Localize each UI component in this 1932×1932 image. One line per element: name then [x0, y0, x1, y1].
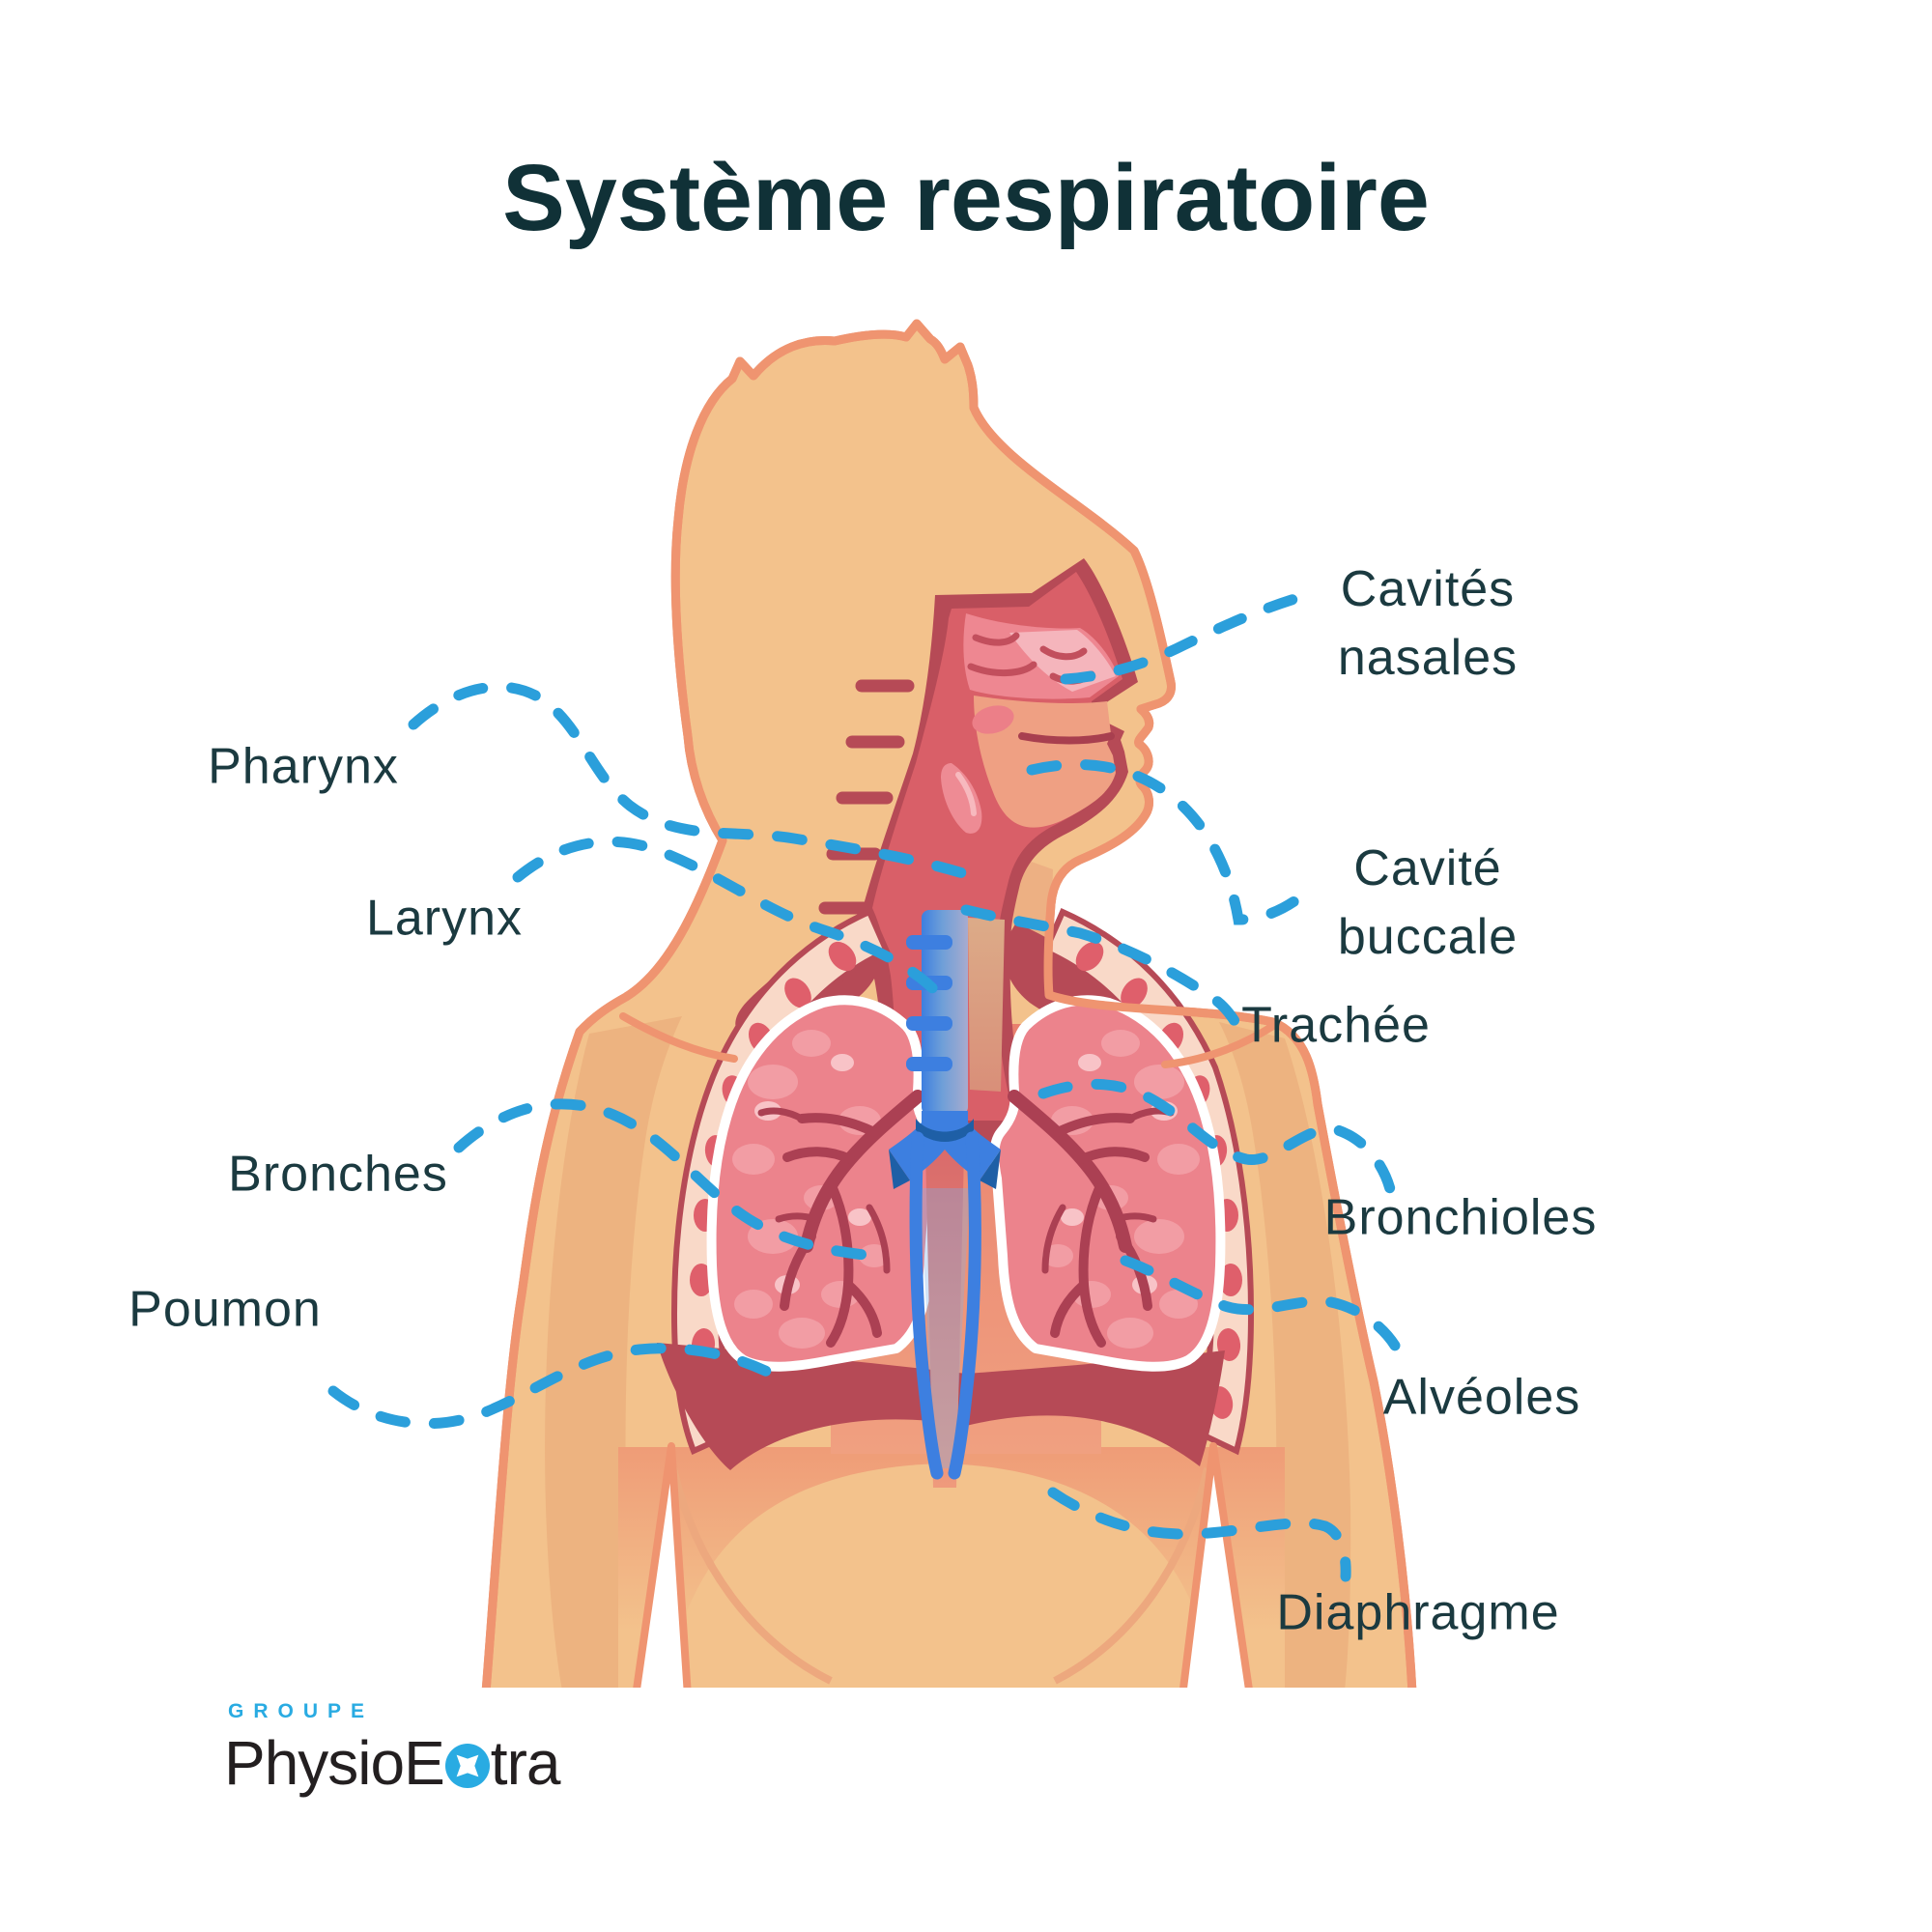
bronchi-legs — [909, 1131, 981, 1480]
label-diaphragme: Diaphragme — [1276, 1584, 1560, 1641]
leader-line-alveoles — [1120, 1255, 1406, 1360]
abdomen-crease-right — [1053, 1467, 1211, 1685]
left-lung — [706, 995, 943, 1372]
label-poumon: Poumon — [128, 1281, 322, 1338]
logo-brand-start: PhysioE — [224, 1728, 445, 1798]
collar-crease-left — [619, 1012, 738, 1063]
x-star-icon — [444, 1744, 490, 1788]
bottom-cut — [0, 1688, 1932, 1932]
epiglottis-highlight — [955, 772, 977, 816]
label-bronchioles: Bronchioles — [1323, 1189, 1598, 1246]
leader-line-larynx — [512, 836, 947, 1003]
leader-line-poumon — [327, 1343, 788, 1430]
oral-region — [974, 696, 1116, 828]
mediastinal-column — [925, 1150, 964, 1488]
logo-physioextra: GROUPE PhysioE tra — [224, 1700, 561, 1799]
label-cavite-buccale-line2: buccale — [1337, 909, 1519, 965]
right-lung — [989, 995, 1226, 1372]
leader-line-diaphragme — [1047, 1487, 1351, 1582]
left-side-shading — [545, 1016, 682, 1690]
leader-line-pharynx — [408, 681, 972, 880]
leader-line-trachee — [960, 904, 1242, 1030]
bronchial-tree-left — [757, 1090, 924, 1348]
abdomen-dome — [667, 1463, 1215, 1692]
logo-groupe-text: GROUPE — [228, 1700, 375, 1722]
label-pharynx: Pharynx — [208, 738, 399, 795]
trachea-rungs — [906, 935, 952, 1071]
leader-line-bronchioles — [1037, 1078, 1398, 1204]
esophagus — [968, 918, 1005, 1092]
collar-crease-right — [1161, 1022, 1277, 1068]
leader-line-bronches — [453, 1098, 880, 1262]
trachea-glow — [920, 1188, 970, 1468]
bronchus-tip-right — [980, 1150, 1001, 1189]
trachea-group — [889, 910, 1005, 1488]
neck-ticks — [818, 679, 915, 915]
mouth-slit — [1018, 732, 1115, 745]
leader-line-cavite-buccale — [1026, 758, 1318, 925]
carina-shadow — [916, 1119, 974, 1142]
body-outline — [481, 319, 1417, 1693]
label-cavites-nasales-line2: nasales — [1337, 630, 1519, 686]
leader-line-cavites-nasales — [1060, 588, 1318, 685]
label-alveoles: Alvéoles — [1382, 1369, 1581, 1426]
label-bronches: Bronches — [228, 1146, 448, 1203]
logo-brand-end: tra — [490, 1728, 561, 1798]
label-cavite-buccale-line1: Cavité — [1353, 840, 1502, 896]
page-title: Système respiratoire — [502, 145, 1430, 250]
abdomen-crease-left — [669, 1467, 833, 1685]
palate-blob — [972, 705, 1014, 734]
label-trachee: Trachée — [1241, 997, 1431, 1054]
epiglottis — [941, 763, 982, 834]
bronchus-tip-left — [889, 1150, 910, 1189]
label-cavite-buccale: Cavité buccale — [1338, 835, 1518, 972]
logo-brand-text: PhysioE tra — [224, 1727, 561, 1799]
label-larynx: Larynx — [365, 890, 524, 947]
label-cavites-nasales-line1: Cavités — [1340, 561, 1516, 617]
label-cavites-nasales: Cavités nasales — [1338, 555, 1518, 693]
leader-lines — [327, 588, 1406, 1582]
